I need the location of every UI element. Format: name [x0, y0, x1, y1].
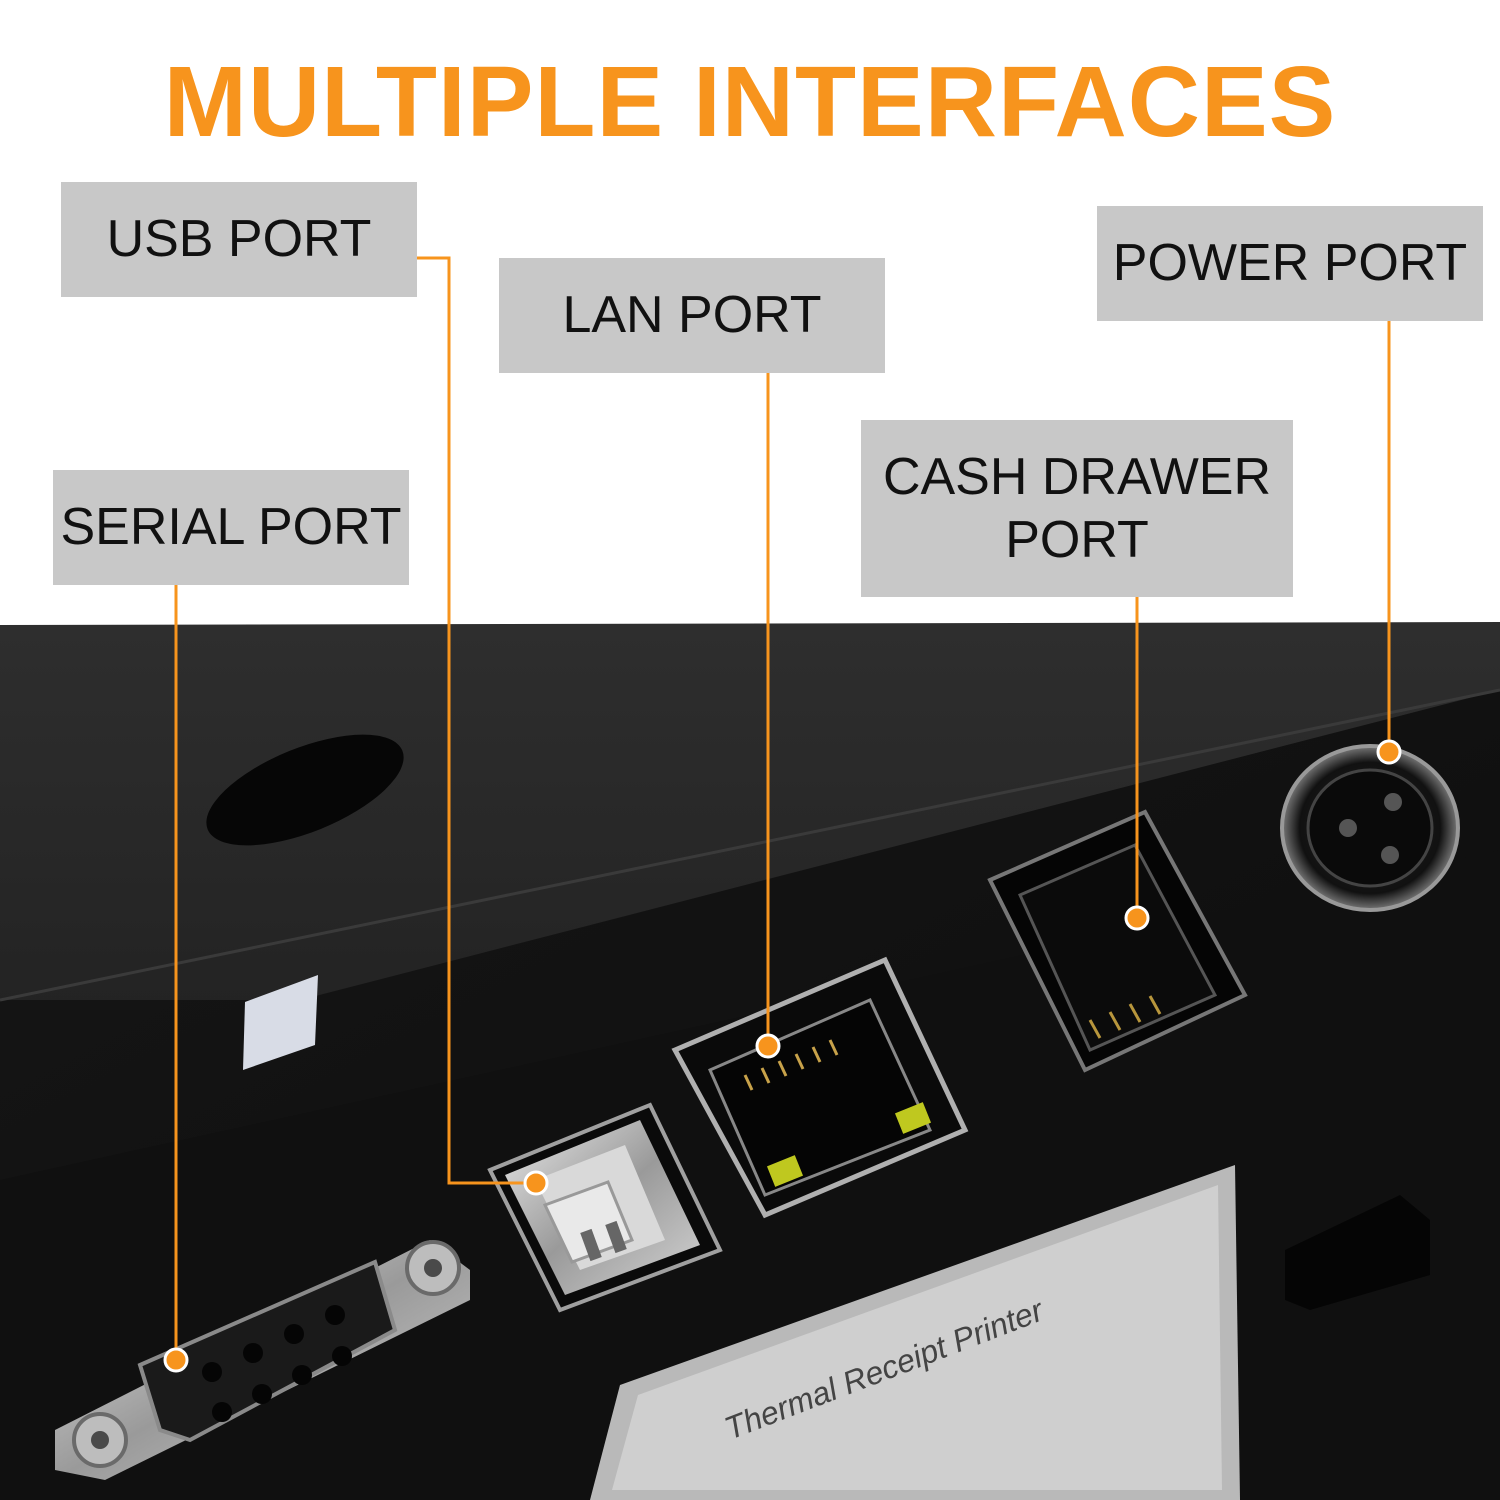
cash-drawer-port[interactable] — [987, 809, 1248, 1073]
usb-port-label-text: USB PORT — [106, 210, 372, 269]
serial-port-label-text: SERIAL PORT — [60, 498, 402, 557]
vent-hole — [206, 734, 404, 846]
lan-port-label: LAN PORT — [499, 258, 885, 373]
cash-drawer-port-label: CASH DRAWER PORT — [861, 420, 1293, 597]
lan-port-label-text: LAN PORT — [562, 286, 822, 345]
lan-led-right — [894, 1102, 932, 1134]
cash-drawer-label-line2: PORT — [1005, 510, 1149, 569]
power-port-label-text: POWER PORT — [1112, 234, 1468, 293]
page-title: MULTIPLE INTERFACES — [163, 46, 1337, 158]
power-port[interactable] — [1280, 744, 1460, 912]
usb-port[interactable] — [487, 1102, 723, 1313]
printer-info-label: Thermal Receipt Printer — [590, 1165, 1240, 1500]
serial-port[interactable] — [55, 1240, 470, 1480]
cash-drawer-label-line1: CASH DRAWER — [882, 448, 1272, 507]
rubber-foot — [1285, 1195, 1430, 1310]
lan-led-left — [766, 1155, 804, 1187]
usb-port-label: USB PORT — [61, 182, 417, 297]
serial-port-label: SERIAL PORT — [53, 470, 409, 585]
power-port-label: POWER PORT — [1097, 206, 1483, 321]
small-sticker — [243, 975, 318, 1070]
